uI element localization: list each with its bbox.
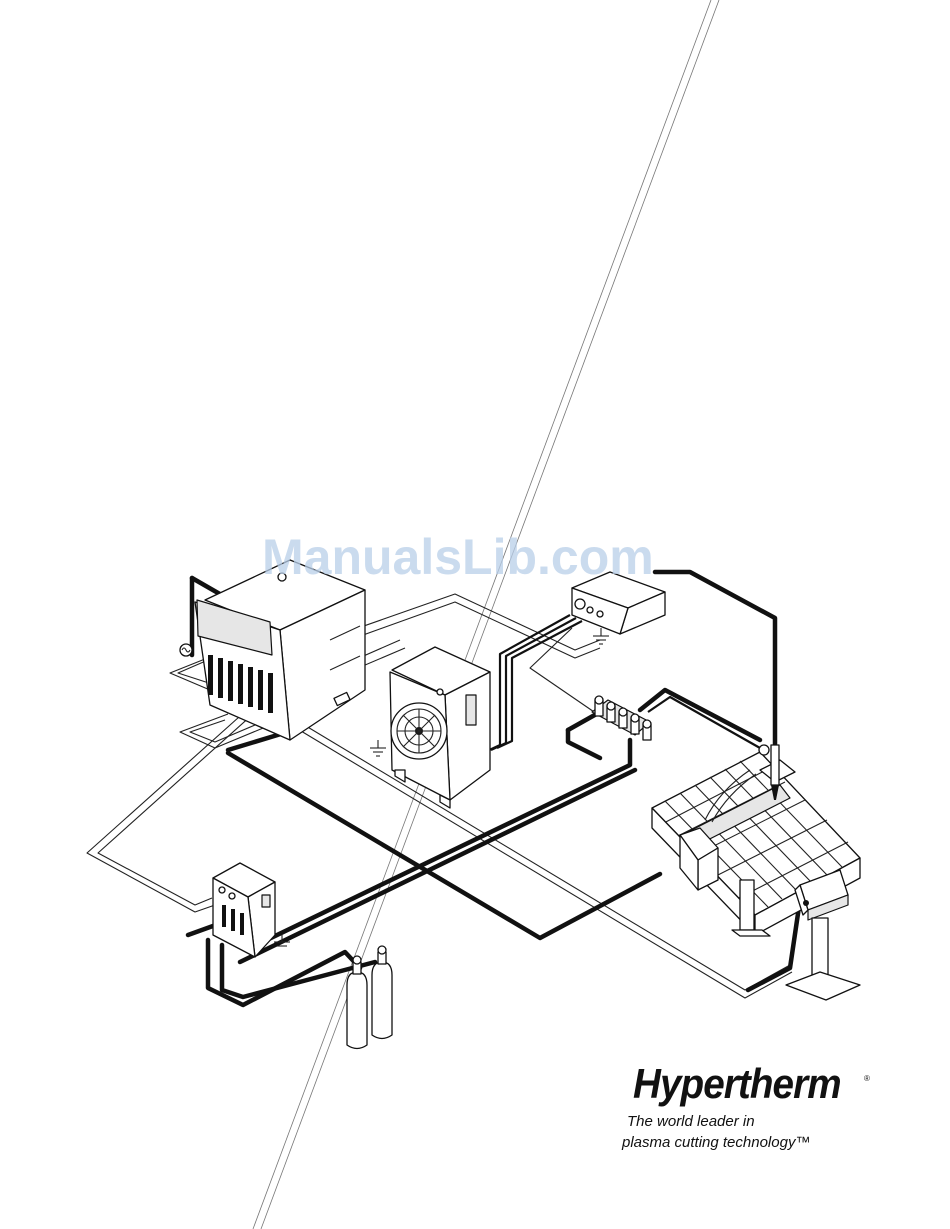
- valve-manifold-icon: [592, 696, 651, 740]
- brand-tagline-line1: The world leader in: [627, 1113, 755, 1130]
- brand-tagline-line2: plasma cutting technology™: [622, 1134, 810, 1151]
- brand-registered-mark: ®: [864, 1074, 870, 1083]
- fan-cooler-icon: [390, 647, 490, 808]
- watermark-text: ManualsLib.com: [262, 528, 654, 586]
- brand-logo: Hypertherm: [633, 1060, 841, 1108]
